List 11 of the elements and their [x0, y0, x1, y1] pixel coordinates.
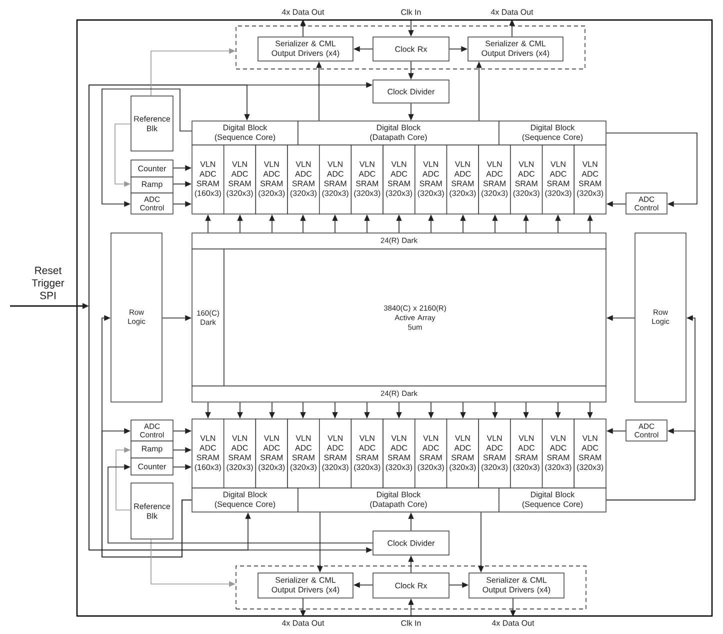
arrow	[102, 428, 192, 558]
arrow	[108, 464, 374, 544]
edge-label: Reset Trigger SPI	[24, 266, 72, 300]
dashed-group-box	[236, 26, 586, 70]
arrow	[606, 428, 696, 500]
arrow	[606, 132, 698, 207]
chip-outline	[76, 19, 713, 617]
arrow	[116, 447, 132, 510]
dashed-group-box	[236, 566, 586, 610]
arrow	[114, 124, 132, 187]
arrow	[102, 88, 192, 207]
